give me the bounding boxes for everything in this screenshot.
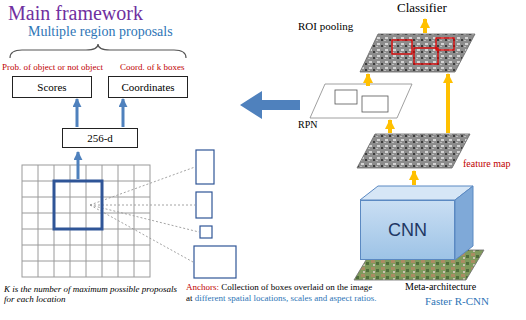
roi-feature-map-part [436,38,454,50]
rpn-plane-part [362,96,388,112]
flow-arrows-part [412,171,416,185]
sliding-grid-part [134,165,135,277]
flow-arrows-part [446,74,450,133]
connectors [77,99,123,127]
sliding-window [54,152,102,229]
section-heading: Multiple region proposals [28,24,173,40]
box-text: Coordinates [121,81,174,93]
output-note: Coord. of k boxes [120,62,185,72]
sliding-grid-part [22,245,150,246]
stage-label: feature map [463,158,510,170]
stage-label: Classifier [397,1,447,16]
anchor-boxes-part [196,150,214,184]
anchor-term: Anchors: [186,282,219,292]
cnn-block-sides-part [360,186,473,200]
anchor-boxes-part [200,226,212,238]
rpn-plane-part [335,90,357,104]
footnote: K is the number of maximum possible prop… [4,284,179,305]
anchor-leaders-part [90,167,195,205]
arrow-connector [76,99,79,127]
caption-label: Faster R-CNN [425,295,489,308]
arrow-connector [122,99,125,127]
flow-arrows-part [423,19,427,33]
box-text: 256-d [87,132,113,144]
sliding-grid-part [22,197,150,198]
anchor-leaders [90,167,199,262]
cnn-block-sides-part [455,186,473,260]
stage-label: ROI pooling [298,20,353,33]
box-text: CNN [388,220,427,241]
sliding-grid-part [22,165,150,277]
sliding-grid-part [38,165,39,277]
sliding-grid-part [22,213,150,214]
anchor-leaders-part [90,205,193,262]
anchor-definition-highlight: different spatial locations, scales and … [195,293,377,303]
sliding-grid-part [22,261,150,262]
flow-arrows [368,19,448,185]
caption-label: Meta-architecture [405,281,476,293]
output-box: Coordinates [108,76,188,98]
cnn-block-sides [360,186,473,260]
anchor-boxes-part [194,246,236,278]
feature-vector-box: 256-d [62,128,138,148]
anchor-leaders-part [90,205,195,206]
rpn-plane-part [310,84,412,118]
anchor-boxes-part [196,192,212,218]
big-arrow-part [240,91,300,119]
proposal-brace-part [10,44,186,58]
roi-feature-map-part [414,48,438,64]
box-text: Scores [37,81,66,93]
feature-map [357,134,470,168]
sliding-window-part [77,152,80,179]
roi-feature-map-part [392,40,412,54]
sliding-window-part [54,181,102,229]
cnn-block: CNN [360,200,455,260]
page-title: Main framework [8,2,143,25]
proposal-brace [10,44,186,58]
feature-map-part [357,134,470,168]
sliding-grid [22,165,150,277]
roi-feature-map [360,34,475,72]
output-note: Prob. of object or not object [2,62,103,72]
anchor-boxes [194,150,236,278]
flow-arrows-part [388,120,392,133]
stage-label: RPN [298,119,317,131]
output-box: Scores [12,76,92,98]
anchor-note: Anchors:Collection of boxes overlaid on … [186,282,386,303]
rpn-plane [310,84,412,118]
flow-arrows-part [366,74,370,86]
anchor-leaders-part [90,205,199,232]
roi-feature-map-part [360,34,475,72]
big-arrow [240,91,300,119]
